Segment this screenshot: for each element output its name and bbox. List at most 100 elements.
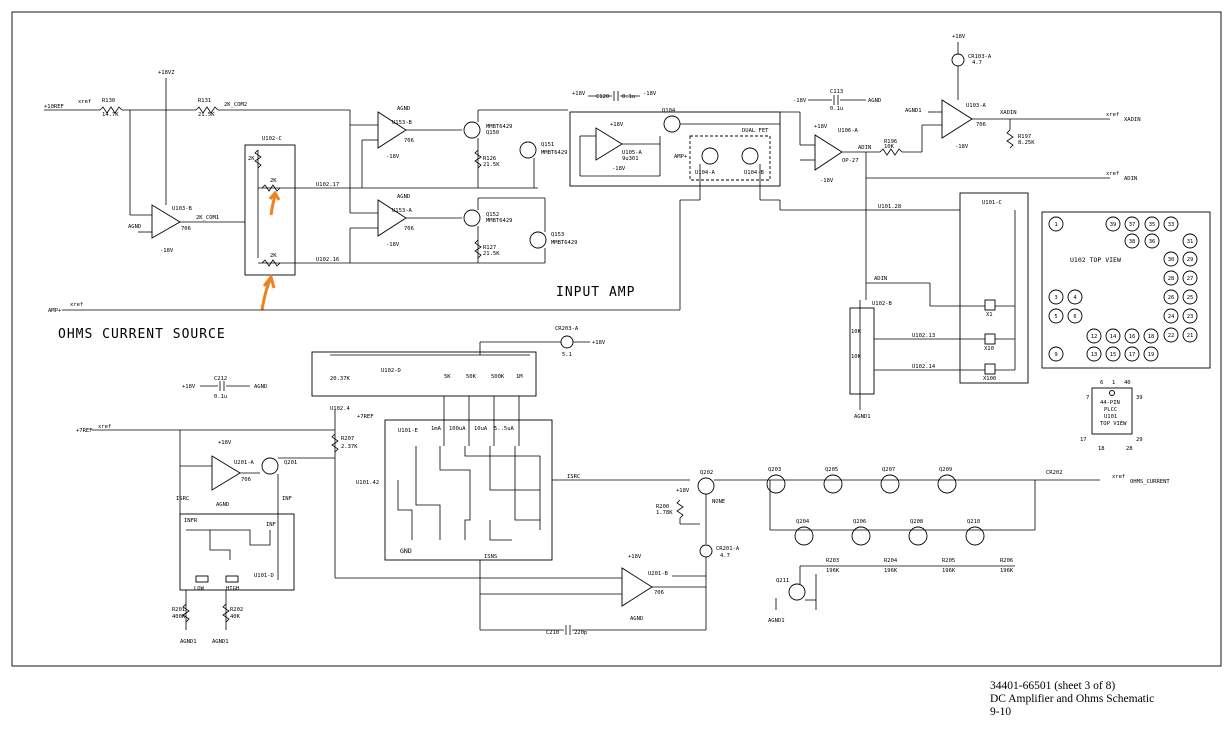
- u102-package: [1041, 211, 1211, 369]
- xadin-net: XADIN: [1000, 110, 1017, 116]
- u102c-2k-top: [254, 149, 262, 169]
- net-u102-13: U102.13: [912, 333, 935, 339]
- c113-value: 0.1u: [830, 106, 843, 112]
- u101c-box: [959, 192, 1029, 384]
- u102-pin-36-label: 36: [1149, 239, 1156, 245]
- u102-pin-6: [1067, 308, 1083, 324]
- u102-pin-4-label: 4: [1073, 295, 1077, 301]
- u102b-10k-1: 10K: [851, 329, 862, 335]
- orange-arrow-upper: [269, 195, 277, 216]
- q152-label: Q152: [486, 212, 499, 218]
- u102-pin-15-label: 15: [1110, 352, 1117, 358]
- r-500k: 500K: [491, 374, 505, 380]
- u106a-opamp: [814, 134, 843, 171]
- u102d-box: [311, 351, 537, 397]
- u102-pin-14: [1105, 328, 1121, 344]
- r126-value: 21.5K: [483, 162, 500, 168]
- u105-box: [569, 111, 781, 187]
- adin-net-1: ADIN: [858, 145, 871, 151]
- u102-pin-35: [1144, 216, 1160, 232]
- r196-label: R196: [884, 139, 897, 145]
- u102-pin-30-label: 30: [1168, 257, 1175, 263]
- u101-28-net: U101.28: [878, 204, 901, 210]
- cr201a-zener: [699, 544, 713, 558]
- plcc-pin-18: 18: [1098, 446, 1105, 452]
- dual-fet-box: [689, 135, 771, 181]
- r130-value: 14.7K: [102, 112, 119, 118]
- plcc-line4: TOP VIEW: [1100, 421, 1127, 427]
- u102c-label: U102-C: [262, 136, 282, 142]
- net-u102-16: U102.16: [316, 257, 339, 263]
- q206-transistor: [851, 526, 871, 546]
- u102-pin-16: [1124, 328, 1140, 344]
- ohms-current-source-title: OHMS CURRENT SOURCE: [58, 327, 226, 342]
- net-7ref: +7REF: [76, 428, 93, 434]
- r201-agnd1: AGND1: [180, 639, 197, 645]
- q207-label: Q207: [882, 467, 895, 473]
- i-100ua: 100uA: [449, 426, 466, 432]
- u101d-label: U101-D: [254, 573, 274, 579]
- u101d-box: [179, 513, 295, 591]
- u103b-type: 706: [181, 226, 191, 232]
- q209-label: Q209: [939, 467, 952, 473]
- r131-label: R131: [198, 98, 211, 104]
- plcc-line3: U101: [1104, 414, 1117, 420]
- r130-label: R130: [102, 98, 115, 104]
- agnd-u103b: AGND: [128, 224, 141, 230]
- q104-fet: [663, 115, 681, 133]
- u102d-label: U102-D: [381, 368, 401, 374]
- u102-pin-18: [1143, 328, 1159, 344]
- plcc-pin-17: 17: [1080, 437, 1087, 443]
- x1-switch: [984, 299, 996, 311]
- u102-4-net: U102.4: [330, 406, 351, 412]
- q207-transistor: [880, 474, 900, 494]
- i-1ma: 1mA: [431, 426, 442, 432]
- u102-pin-31: [1182, 233, 1198, 249]
- x10-switch: [984, 333, 996, 345]
- net-18vz: +18VZ: [158, 70, 175, 76]
- u201a-opamp: [211, 455, 241, 491]
- u102c-2k-mid: [261, 184, 281, 192]
- r200-label: R200: [656, 504, 669, 510]
- u103a-opamp: [941, 99, 973, 139]
- sheet-caption: 34401-66501 (sheet 3 of 8) DC Amplifier …: [990, 680, 1154, 719]
- u102-pin-12-label: 12: [1091, 334, 1098, 340]
- ohms-source-top: +10REF xref R130 14.7K +18VZ R131 21.5K …: [44, 70, 681, 342]
- u153b-type: 706: [404, 138, 414, 144]
- u201a-type: 706: [241, 477, 251, 483]
- u102-pin-3: [1048, 289, 1064, 305]
- u201b-label: U201-B: [648, 571, 669, 577]
- u201a-agnd: AGND: [216, 502, 229, 508]
- u105a-type: 9u301: [622, 156, 639, 162]
- u102c-box: [244, 144, 296, 276]
- q152-transistor: [463, 209, 481, 227]
- plcc-pin-29: 29: [1136, 437, 1143, 443]
- r202-label: R202: [230, 607, 243, 613]
- u102-pin-33: [1163, 216, 1179, 232]
- r204-value: 196K: [884, 568, 898, 574]
- u201b-agnd: AGND: [630, 616, 643, 622]
- c210-value: 220p: [574, 630, 587, 636]
- r127-label: R127: [483, 245, 496, 251]
- u105a-plus18: +18V: [610, 122, 624, 128]
- u102-pin-12: [1086, 328, 1102, 344]
- plcc-line1: 44-PIN: [1100, 400, 1120, 406]
- u103a-agnd1: AGND1: [905, 108, 922, 114]
- c120-label: C120: [596, 94, 609, 100]
- cr203a-label: CR203-A: [555, 326, 579, 332]
- c212-label: C212: [214, 376, 227, 382]
- q201-fet: [261, 457, 279, 475]
- q211-fet: [788, 583, 806, 601]
- u106a-plus18: +18V: [814, 124, 828, 130]
- gnd-label: GND: [400, 547, 412, 555]
- q211-label: Q211: [776, 578, 789, 584]
- q203-label: Q203: [768, 467, 781, 473]
- c120-minus18: -18V: [643, 91, 657, 97]
- u102-pin-4: [1067, 289, 1083, 305]
- c212-agnd: AGND: [254, 384, 267, 390]
- q151-label: Q151: [541, 142, 554, 148]
- cr103a-value: 4.7: [972, 60, 982, 66]
- u102-pin-24: [1163, 308, 1179, 324]
